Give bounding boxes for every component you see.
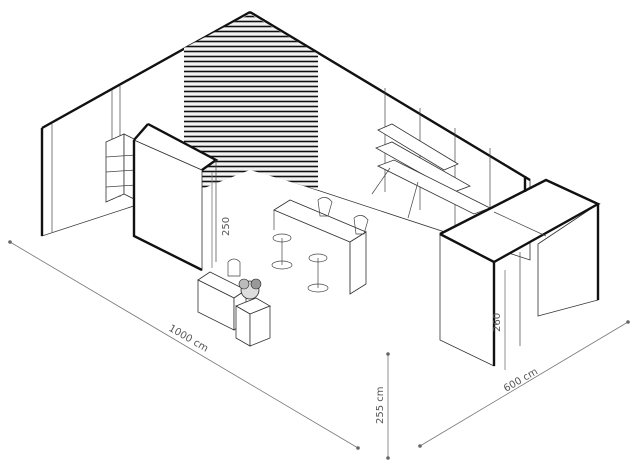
dimension-canopy-height-label: 260 [492,313,503,332]
cube-shelf-left [105,133,137,203]
dimension-panel-height-label: 250 [221,217,232,236]
dimension-width-label: 600 cm [502,366,540,394]
dimension-panel-height: 250 [211,172,232,268]
reception-counter [197,258,271,347]
bar-table [273,199,367,295]
dimension-wall-height: 255 cm [375,352,390,460]
dimension-canopy-height: 260 [492,270,506,370]
dimension-wall-height-label: 255 cm [375,386,386,424]
canopy-structure [439,176,601,367]
display-panel [132,122,219,272]
dimension-length: 1000 cm [8,240,360,450]
bar-stools [271,197,369,293]
